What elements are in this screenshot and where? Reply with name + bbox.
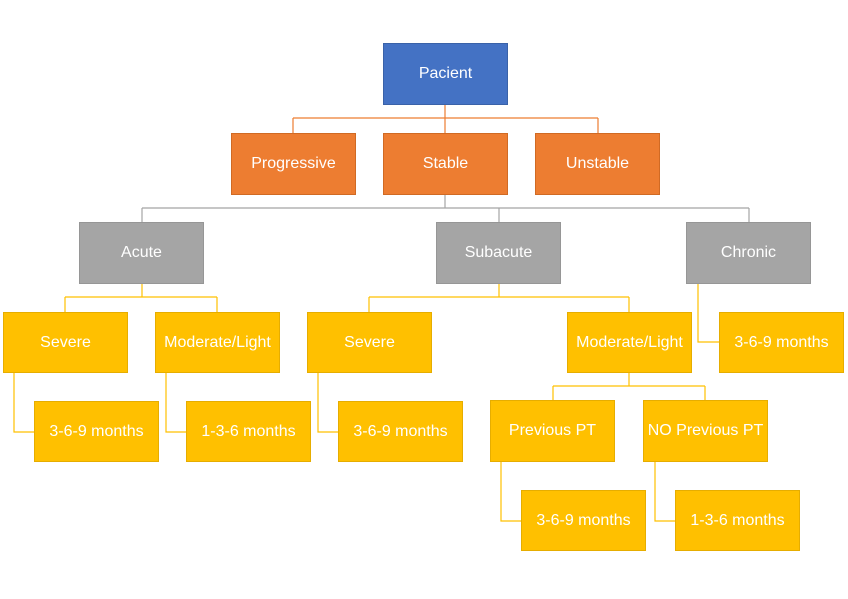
connector-subacute-severity bbox=[368, 284, 630, 312]
node-subacute-severe-duration[interactable]: 3-6-9 months bbox=[338, 401, 463, 462]
connector-previous-pt-duration bbox=[500, 462, 521, 522]
node-subacute[interactable]: Subacute bbox=[436, 222, 561, 284]
node-pacient[interactable]: Pacient bbox=[383, 43, 508, 105]
connector-subacute-severe-duration bbox=[317, 373, 338, 433]
node-stable[interactable]: Stable bbox=[383, 133, 508, 195]
node-subacute-moderate-light[interactable]: Moderate/Light bbox=[567, 312, 692, 373]
connector-root-stability bbox=[292, 105, 599, 133]
connector-no-previous-pt-duration bbox=[654, 462, 675, 522]
node-no-previous-pt-duration[interactable]: 1-3-6 months bbox=[675, 490, 800, 551]
node-unstable[interactable]: Unstable bbox=[535, 133, 660, 195]
node-chronic[interactable]: Chronic bbox=[686, 222, 811, 284]
node-progressive[interactable]: Progressive bbox=[231, 133, 356, 195]
connector-stable-phases bbox=[141, 195, 750, 222]
node-acute-moderate-duration[interactable]: 1-3-6 months bbox=[186, 401, 311, 462]
connector-chronic-duration bbox=[697, 284, 719, 343]
node-no-previous-pt[interactable]: NO Previous PT bbox=[643, 400, 768, 462]
node-subacute-severe[interactable]: Severe bbox=[307, 312, 432, 373]
node-acute-severe[interactable]: Severe bbox=[3, 312, 128, 373]
node-acute-severe-duration[interactable]: 3-6-9 months bbox=[34, 401, 159, 462]
node-chronic-duration[interactable]: 3-6-9 months bbox=[719, 312, 844, 373]
node-acute[interactable]: Acute bbox=[79, 222, 204, 284]
node-previous-pt-duration[interactable]: 3-6-9 months bbox=[521, 490, 646, 551]
connector-acute-moderate-duration bbox=[165, 373, 186, 433]
node-previous-pt[interactable]: Previous PT bbox=[490, 400, 615, 462]
node-acute-moderate-light[interactable]: Moderate/Light bbox=[155, 312, 280, 373]
connector-acute-severe-duration bbox=[13, 373, 34, 433]
connector-acute-severity bbox=[64, 284, 218, 312]
connector-subacute-moderate-pt bbox=[552, 373, 706, 400]
